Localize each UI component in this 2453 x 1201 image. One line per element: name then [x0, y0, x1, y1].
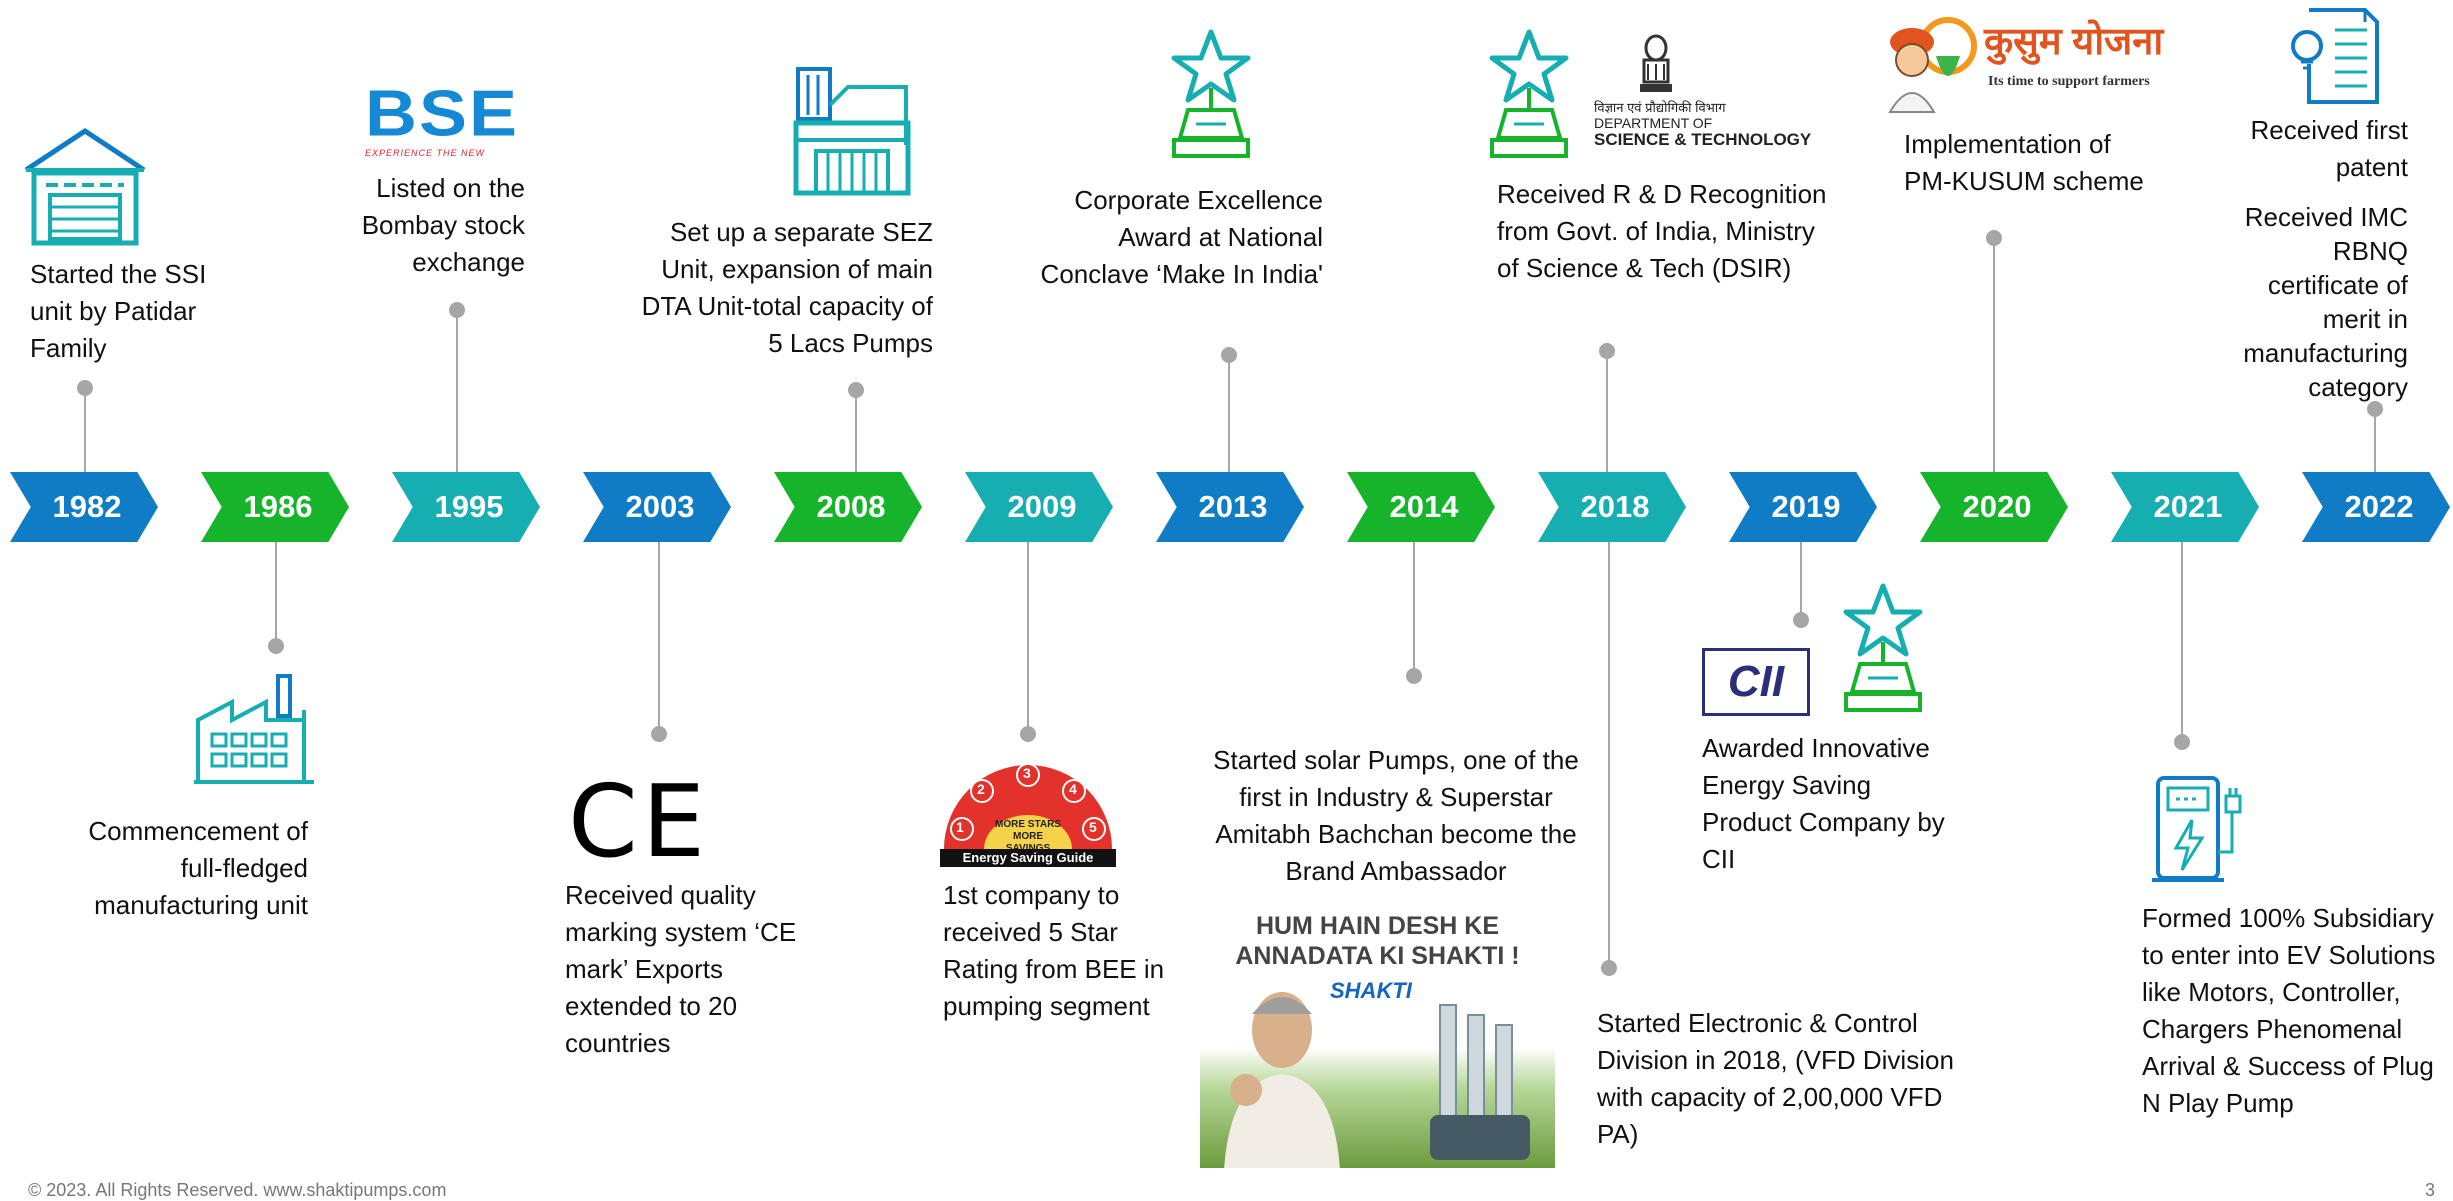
connector-2021	[2181, 542, 2183, 742]
event-text-2008: Set up a separate SEZ Unit, expansion of…	[641, 217, 933, 358]
event-text-1995: Listed on the Bombay stock exchange	[361, 173, 525, 277]
year-chevron-1982: 1982	[10, 472, 158, 542]
patent-document-icon	[2291, 8, 2379, 104]
ce-mark-logo: CE	[568, 763, 710, 880]
bee-star-1: 1	[956, 819, 964, 835]
event-text-2022-patent: Received first patent	[2250, 115, 2409, 182]
bee-star-5: 5	[1089, 819, 1097, 835]
ad-headline-1: HUM HAIN DESH KE	[1255, 912, 1500, 940]
connector-2018-down	[1608, 542, 1610, 968]
event-text-2021: Formed 100% Subsidiary to enter into EV …	[2142, 903, 2436, 1118]
bse-logo: BSE EXPERIENCE THE NEW	[365, 80, 530, 158]
bee-star-3: 3	[1023, 765, 1031, 781]
dst-line1: DEPARTMENT OF	[1594, 115, 1713, 131]
footer-page-number: 3	[2425, 1180, 2436, 1200]
year-chevron-2009: 2009	[965, 472, 1113, 542]
connector-2018-up	[1606, 351, 1608, 472]
connector-dot-2018-down	[1601, 960, 1617, 976]
ev-charger-icon	[2152, 776, 2242, 882]
connector-dot-2014	[1406, 668, 1422, 684]
sez-building-icon	[793, 67, 911, 196]
connector-2013	[1228, 355, 1230, 472]
dst-logo: विज्ञान एवं प्रौद्योगिकी विभाग DEPARTMEN…	[1594, 34, 1824, 149]
ad-headline-2: ANNADATA KI SHAKTI !	[1235, 942, 1520, 970]
year-chevron-2021: 2021	[2111, 472, 2259, 542]
event-text-1986: Commencement of full-fledged manufacturi…	[88, 816, 308, 920]
connector-1995	[456, 310, 458, 472]
event-text-2018-rnd: Received R & D Recognition from Govt. of…	[1497, 179, 1827, 283]
trophy-icon-2018	[1489, 29, 1569, 158]
connector-2003	[658, 542, 660, 734]
year-chevron-2013: 2013	[1156, 472, 1304, 542]
connector-dot-1995	[449, 302, 465, 318]
connector-2019	[1800, 542, 1802, 620]
connector-2014	[1413, 542, 1415, 676]
year-chevron-2008: 2008	[774, 472, 922, 542]
pump-product-icon	[1430, 1004, 1530, 1160]
bee-star-arc-icon	[944, 763, 1112, 849]
connector-dot-1986	[268, 638, 284, 654]
footer-copyright: © 2023. All Rights Reserved. www.shaktip…	[28, 1180, 447, 1200]
event-text-2009: 1st company to received 5 Star Rating fr…	[943, 880, 1165, 1021]
event-text-2020: Implementation of PM-KUSUM scheme	[1904, 129, 2144, 196]
connector-1986	[275, 542, 277, 646]
ambassador-figure-icon	[1224, 992, 1340, 1168]
ad-brand: SHAKTI	[1330, 978, 1412, 1003]
event-text-2022-imc: Received IMC RBNQ certificate of merit i…	[2243, 202, 2408, 402]
connector-dot-2013	[1221, 347, 1237, 363]
event-text-2018-electronics: Started Electronic & Control Division in…	[1597, 1008, 1954, 1149]
warehouse-icon	[24, 128, 146, 246]
year-chevron-2022: 2022	[2302, 472, 2450, 542]
connector-dot-2021	[2174, 734, 2190, 750]
year-chevron-1986: 1986	[201, 472, 349, 542]
bse-logo-tagline: EXPERIENCE THE NEW	[365, 148, 486, 158]
bee-star-4: 4	[1069, 781, 1077, 797]
bee-band-text: MORE STARS MORE SAVINGS	[995, 819, 1061, 854]
trophy-icon-2019	[1843, 583, 1923, 712]
year-chevron-2014: 2014	[1347, 472, 1495, 542]
connector-dot-2003	[651, 726, 667, 742]
connector-dot-2018-up	[1599, 343, 1615, 359]
bee-star-2: 2	[977, 781, 985, 797]
year-chevron-2003: 2003	[583, 472, 731, 542]
kusum-tagline: Its time to support farmers	[1988, 74, 2150, 89]
connector-dot-2022	[2367, 401, 2383, 417]
year-chevron-1995: 1995	[392, 472, 540, 542]
emblem-icon	[1640, 34, 1672, 92]
event-text-2003: Received quality marking system ‘CE mark…	[565, 880, 797, 1058]
farmer-icon	[1888, 17, 1977, 113]
event-text-1982: Started the SSI unit by Patidar Family	[30, 259, 207, 363]
event-text-2014: Started solar Pumps, one of the first in…	[1213, 745, 1579, 886]
cii-logo-text: CII	[1727, 657, 1785, 706]
connector-2020	[1993, 238, 1995, 472]
connector-2008	[855, 390, 857, 472]
year-chevron-2018: 2018	[1538, 472, 1686, 542]
connector-dot-2020	[1986, 230, 2002, 246]
dst-line2: SCIENCE & TECHNOLOGY	[1594, 130, 1812, 149]
year-chevron-2020: 2020	[1920, 472, 2068, 542]
event-text-2019: Awarded Innovative Energy Saving Product…	[1702, 733, 1945, 874]
cii-logo: CII	[1702, 648, 1810, 716]
kusum-logo: कुसुम योजना Its time to support farmers	[1880, 8, 2170, 113]
connector-dot-2019	[1793, 612, 1809, 628]
bee-guide-text: Energy Saving Guide	[940, 849, 1116, 867]
connector-2009	[1027, 542, 1029, 734]
connector-dot-1982	[77, 380, 93, 396]
kusum-title: कुसुम योजना	[1984, 21, 2164, 63]
dst-hindi: विज्ञान एवं प्रौद्योगिकी विभाग	[1594, 100, 1726, 115]
connector-dot-2009	[1020, 726, 1036, 742]
bse-logo-text: BSE	[365, 78, 520, 150]
factory-icon	[194, 674, 314, 784]
event-text-2013: Corporate Excellence Award at National C…	[1040, 185, 1323, 289]
connector-dot-2008	[848, 382, 864, 398]
trophy-icon-2013	[1171, 29, 1251, 158]
shakti-ad-image: HUM HAIN DESH KE ANNADATA KI SHAKTI ! SH…	[1200, 900, 1555, 1168]
connector-1982	[84, 388, 86, 472]
year-chevron-2019: 2019	[1729, 472, 1877, 542]
connector-2022	[2374, 409, 2376, 472]
bee-star-label: 1 2 3 4 5 MORE STARS MORE SAVINGS Energy…	[940, 757, 1116, 867]
